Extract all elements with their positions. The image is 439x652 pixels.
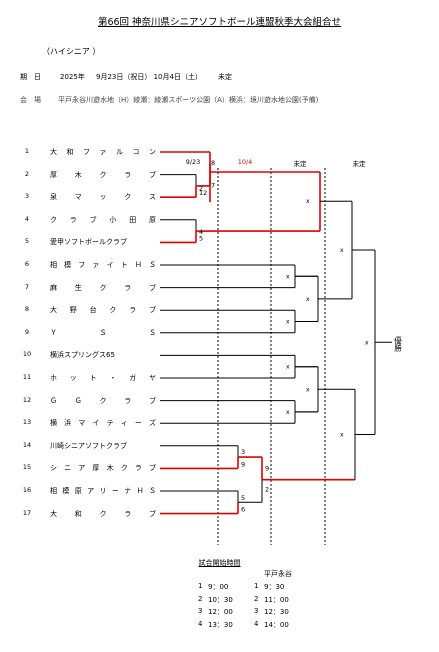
team-name: シニア厚木クラブ: [50, 464, 156, 473]
team-name: クラブ小田原: [50, 215, 156, 224]
champion-label: 優勝: [393, 335, 402, 353]
schedule-no1: 3: [198, 607, 203, 615]
team-seed: 14: [22, 440, 32, 449]
team-name: 川崎シニアソフトクラブ: [50, 441, 127, 450]
schedule-time1: 12：00: [208, 608, 233, 616]
score-label: 9: [265, 465, 269, 473]
column-header-round4: 未定: [352, 160, 366, 168]
team-name: 厚木クラブ: [50, 170, 156, 179]
schedule-no2: 4: [254, 619, 259, 628]
column-header-round2: 10/4: [237, 158, 253, 166]
team-name: ホット・ガヤ: [50, 374, 156, 382]
pending-mark: x: [340, 247, 344, 254]
score-label: 4: [199, 228, 203, 236]
score-label: 2: [199, 185, 203, 193]
team-seed: 8: [24, 305, 30, 314]
team-name: 大野台クラブ: [50, 306, 156, 315]
team-seed: 6: [24, 260, 30, 268]
date-year: 2025年: [60, 73, 85, 81]
schedule-no2: 1: [254, 582, 259, 590]
schedule-no2: 3: [254, 607, 259, 615]
score-label: 5: [241, 494, 245, 502]
team-name: 泉マックス: [50, 193, 156, 202]
pending-mark: x: [286, 364, 290, 371]
schedule-time2: 9：30: [264, 583, 285, 591]
schedule-no2: 2: [254, 594, 259, 603]
column-header-round1: 9/23: [185, 158, 201, 166]
score-label: 6: [241, 506, 245, 514]
schedule-no1: 4: [198, 619, 203, 628]
team-seed: 5: [24, 237, 30, 246]
team-seed: 13: [22, 418, 32, 427]
column-header-round3: 未定: [293, 160, 307, 168]
score-label: 9: [241, 460, 245, 468]
date-tbd: 未定: [218, 73, 232, 81]
score-label: 2: [265, 486, 269, 494]
team-seed: 12: [22, 395, 32, 404]
schedule-time1: 9：00: [208, 583, 229, 591]
date-values: 9月23日（祝日） 10月4日（土）: [96, 73, 202, 81]
pending-mark: x: [286, 319, 290, 326]
score-label: 5: [199, 234, 203, 242]
division-label: （ハイシニア ）: [42, 47, 101, 56]
schedule-time2: 14：00: [264, 620, 289, 629]
team-seed: 10: [22, 350, 32, 359]
score-label: 8: [211, 159, 215, 167]
schedule-title: 試合開始時間: [198, 559, 241, 567]
team-name: 横浜マイティーズ: [50, 419, 156, 428]
schedule-time1: 10：30: [208, 595, 233, 604]
score-label: 12: [199, 189, 207, 197]
team-name: 大和クラブ: [50, 509, 156, 518]
schedule-time2: 12：30: [264, 608, 289, 616]
schedule-time2: 11：00: [264, 595, 289, 604]
pending-mark: x: [306, 296, 310, 303]
team-seed: 1: [24, 147, 30, 155]
team-seed: 16: [22, 486, 32, 494]
schedule-no1: 2: [198, 594, 203, 603]
pending-mark: x: [340, 432, 344, 439]
pending-mark: x: [286, 409, 290, 416]
schedule-time1: 13：30: [208, 620, 233, 629]
pending-mark: x: [365, 339, 369, 346]
schedule-no1: 1: [198, 582, 203, 590]
date-label: 期 日: [20, 73, 41, 81]
page-title: 第66回 神奈川県シニアソフトボール連盟秋季大会組合せ: [97, 17, 342, 28]
team-name: 麻生クラブ: [50, 283, 156, 292]
pending-mark: x: [306, 198, 310, 205]
team-name: 大和ファルコン: [50, 148, 156, 156]
team-name: 愛甲ソフトボールクラブ: [50, 238, 127, 247]
score-label: 3: [241, 448, 245, 456]
score-label: 7: [211, 182, 215, 190]
schedule-venue-header: 平戸永谷: [264, 570, 292, 578]
venue-label: 会 場: [20, 96, 41, 104]
venue-value: 平戸永谷川遊水地（H）綾瀬：綾瀬スポーツ公園（A）横浜：境川遊水地公園(予備): [58, 96, 319, 104]
pending-mark: x: [286, 273, 290, 280]
team-seed: 3: [24, 192, 30, 201]
team-name: 横浜スプリングス65: [50, 351, 115, 360]
team-seed: 17: [22, 508, 32, 517]
team-seed: 7: [24, 282, 30, 291]
pending-mark: x: [306, 386, 310, 393]
team-seed: 11: [22, 373, 32, 381]
team-seed: 9: [24, 327, 30, 336]
team-seed: 4: [24, 214, 30, 223]
team-seed: 2: [24, 169, 30, 178]
team-seed: 15: [22, 463, 32, 472]
